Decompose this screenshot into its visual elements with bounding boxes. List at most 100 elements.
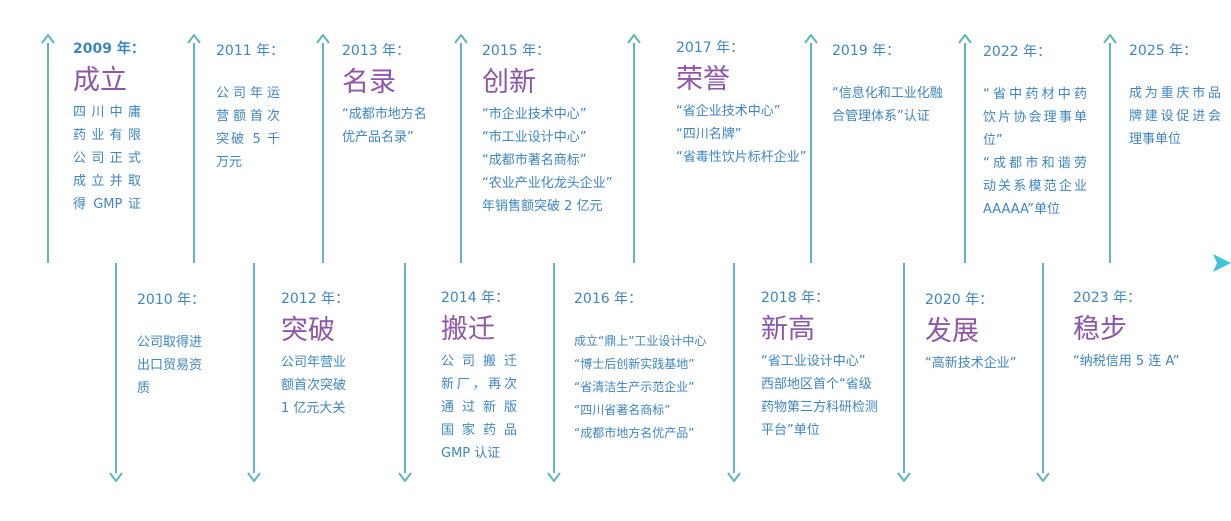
event-line: “农业产业化龙头企业” — [482, 176, 613, 191]
event-line: 通过新版 — [441, 400, 517, 415]
event-description: 公司年营业 额首次突破 1 亿元大关 — [281, 351, 349, 420]
event-year: 2013 年： — [342, 43, 411, 59]
event-line: 1 亿元大关 — [281, 401, 346, 416]
event-line: 年销售额突破 2 亿元 — [482, 199, 603, 214]
event-year: 2019 年： — [832, 43, 901, 59]
event-line: 成立“鼎上”工业设计中心 — [574, 334, 707, 348]
event-line: “省中药材中药 — [983, 87, 1087, 102]
event-description: 成为重庆市品 牌建设促进会 理事单位 — [1129, 82, 1221, 151]
event-line: 成为重庆市品 — [1129, 86, 1221, 101]
event-keyword: 名录 — [342, 67, 396, 98]
connector-arrowhead-icon — [398, 472, 412, 482]
event-line: “市工业设计中心” — [482, 130, 587, 145]
event-year: 2022 年： — [983, 44, 1052, 60]
connector-arrowhead-icon — [727, 472, 741, 482]
event-2017: 2017 年： 荣誉 “省企业技术中心” “四川名牌” “省毒性饮片标杆企业” — [676, 41, 806, 169]
event-2025: 2025 年： 成为重庆市品 牌建设促进会 理事单位 — [1129, 44, 1221, 151]
event-line: 药业有限 — [73, 128, 141, 143]
connector-arrowhead-icon — [1103, 34, 1117, 44]
event-keyword: 搬迁 — [441, 314, 495, 345]
event-description: 四川中庸 药业有限 公司正式 成立并取 得 GMP 证 — [73, 101, 141, 216]
event-line: “省工业设计中心” — [761, 354, 866, 369]
connector-arrowhead-icon — [41, 34, 55, 44]
event-line: 平台”单位 — [761, 423, 820, 438]
connector-arrowhead-icon — [958, 34, 972, 44]
event-keyword: 新高 — [761, 314, 815, 345]
event-line: 公司年营业 — [281, 355, 347, 370]
event-keyword: 成立 — [73, 65, 127, 96]
event-line: 合管理体系”认证 — [832, 109, 930, 124]
event-2018: 2018 年： 新高 “省工业设计中心” 西部地区首个“省级 药物第三方科研检测… — [761, 291, 878, 442]
connector-arrowhead-icon — [547, 472, 561, 482]
event-description: “省企业技术中心” “四川名牌” “省毒性饮片标杆企业” — [676, 100, 806, 169]
event-line: 公司搬迁 — [441, 354, 517, 369]
connector-arrowhead-icon — [247, 472, 261, 482]
event-keyword: 荣誉 — [676, 64, 730, 95]
connector-arrowhead-icon — [187, 34, 201, 44]
event-line: “四川省著名商标” — [574, 403, 671, 417]
event-keyword: 突破 — [281, 315, 335, 346]
event-year: 2017 年： — [676, 40, 745, 56]
event-year: 2014 年： — [441, 290, 510, 306]
event-line: 质 — [137, 381, 151, 396]
event-2016: 2016 年： 成立“鼎上”工业设计中心 “博士后创新实践基地” “省清洁生产示… — [574, 292, 706, 445]
event-line: 新厂，再次 — [441, 377, 517, 392]
event-2020: 2020 年： 发展 “高新技术企业” — [925, 293, 1016, 375]
event-description: 公司年运 营额首次 突破 5 千 万元 — [216, 82, 280, 174]
event-description: “市企业技术中心” “市工业设计中心” “成都市著名商标” “农业产业化龙头企业… — [482, 103, 612, 218]
event-description: 公司搬迁 新厂，再次 通过新版 国家药品 GMP 认证 — [441, 350, 517, 465]
event-description: 成立“鼎上”工业设计中心 “博士后创新实践基地” “省清洁生产示范企业” “四川… — [574, 330, 706, 445]
event-2014: 2014 年： 搬迁 公司搬迁 新厂，再次 通过新版 国家药品 GMP 认证 — [441, 291, 517, 465]
event-line: 药物第三方科研检测 — [761, 400, 879, 415]
event-description: “纳税信用 5 连 A” — [1073, 350, 1179, 373]
event-line: GMP 认证 — [441, 446, 501, 461]
event-line: 位” — [983, 133, 1003, 148]
event-line: 国家药品 — [441, 423, 517, 438]
event-2012: 2012 年： 突破 公司年营业 额首次突破 1 亿元大关 — [281, 292, 349, 420]
event-description: “高新技术企业” — [925, 352, 1016, 375]
event-line: 出口贸易资 — [137, 358, 203, 373]
event-description: “省中药材中药 饮片协会理事单 位” “成都市和谐劳 动关系模范企业 AAAAA… — [983, 83, 1087, 221]
connector-arrowhead-icon — [316, 34, 330, 44]
event-2010: 2010 年： 公司取得进 出口贸易资 质 — [137, 293, 205, 400]
connector-arrowhead-icon — [804, 34, 818, 44]
event-line: AAAAA”单位 — [983, 202, 1061, 217]
event-line: 额首次突破 — [281, 378, 347, 393]
event-line: “博士后创新实践基地” — [574, 357, 695, 371]
event-line: 饮片协会理事单 — [983, 110, 1087, 125]
event-year: 2011 年： — [216, 43, 285, 59]
event-description: 公司取得进 出口贸易资 质 — [137, 331, 205, 400]
event-line: “成都市地方名 — [342, 107, 427, 122]
event-line: “省企业技术中心” — [676, 104, 781, 119]
event-year: 2015 年： — [482, 43, 551, 59]
event-line: “纳税信用 5 连 A” — [1073, 354, 1180, 369]
event-2019: 2019 年： “信息化和工业化融 合管理体系”认证 — [832, 44, 943, 128]
event-2022: 2022 年： “省中药材中药 饮片协会理事单 位” “成都市和谐劳 动关系模范… — [983, 45, 1087, 221]
event-keyword: 创新 — [482, 67, 536, 98]
event-line: “四川名牌” — [676, 127, 742, 142]
event-line: 公司取得进 — [137, 335, 203, 350]
event-keyword: 稳步 — [1073, 314, 1127, 345]
event-line: 公司正式 — [73, 151, 141, 166]
timeline-axis-arrowhead-icon — [1213, 254, 1231, 272]
event-year: 2016 年： — [574, 291, 643, 307]
event-description: “成都市地方名 优产品名录” — [342, 103, 427, 149]
event-year: 2025 年： — [1129, 43, 1198, 59]
event-2023: 2023 年： 稳步 “纳税信用 5 连 A” — [1073, 291, 1179, 373]
event-year: 2009 年： — [73, 41, 145, 57]
event-line: 理事单位 — [1129, 132, 1182, 147]
event-line: 西部地区首个“省级 — [761, 377, 872, 392]
event-line: “信息化和工业化融 — [832, 86, 943, 101]
event-line: “成都市地方名优产品” — [574, 426, 695, 440]
event-line: 牌建设促进会 — [1129, 109, 1221, 124]
connector-arrowhead-icon — [897, 472, 911, 482]
event-description: “省工业设计中心” 西部地区首个“省级 药物第三方科研检测 平台”单位 — [761, 350, 878, 442]
event-line: 四川中庸 — [73, 105, 141, 120]
connector-arrowhead-icon — [627, 34, 641, 44]
event-line: 突破 5 千 — [216, 132, 280, 147]
event-line: “市企业技术中心” — [482, 107, 587, 122]
event-line: “省毒性饮片标杆企业” — [676, 150, 807, 165]
event-line: “成都市和谐劳 — [983, 156, 1087, 171]
event-2015: 2015 年： 创新 “市企业技术中心” “市工业设计中心” “成都市著名商标”… — [482, 44, 612, 218]
